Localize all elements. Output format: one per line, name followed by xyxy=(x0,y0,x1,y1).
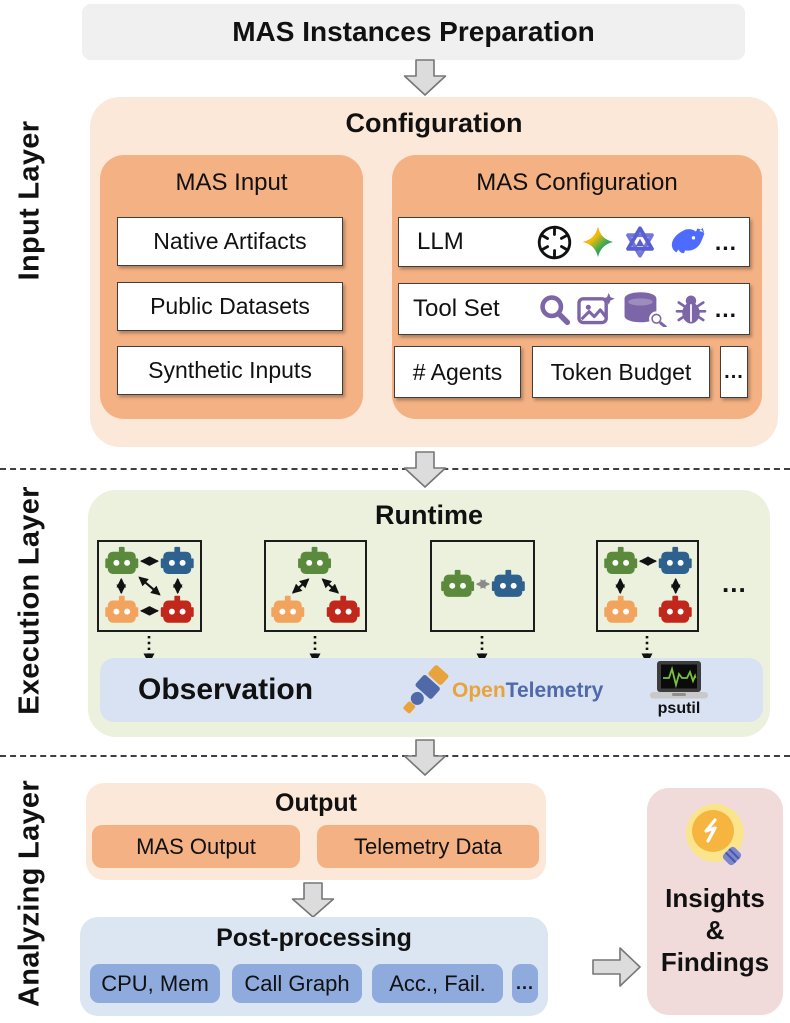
llm-label: LLM xyxy=(417,228,464,255)
mas-instances-preparation-header: MAS Instances Preparation xyxy=(82,4,745,60)
robot-icon-green xyxy=(441,569,475,597)
llm-ellipsis: ... xyxy=(714,228,737,255)
observation-title: Observation xyxy=(138,673,314,706)
robot-icon-blue xyxy=(160,546,194,574)
params-ellipsis-box: ... xyxy=(720,346,748,398)
robot-icon-orange xyxy=(604,595,638,623)
down-arrow-icon xyxy=(403,739,447,776)
mas-input-title: MAS Input xyxy=(175,169,288,196)
psutil-icon xyxy=(650,661,708,699)
layer-separator-1 xyxy=(0,468,790,470)
opentelemetry-wordmark: OpenTelemetry xyxy=(452,679,603,703)
agent-topology-mesh xyxy=(97,540,202,632)
mas-configuration-panel: MAS Configuration LLM xyxy=(392,155,762,419)
down-arrow-icon xyxy=(403,59,447,96)
cpu-mem-box: CPU, Mem xyxy=(90,964,220,1003)
psutil-label: psutil xyxy=(657,700,701,717)
down-arrow-icon xyxy=(291,882,335,918)
robot-icon-red xyxy=(658,595,692,623)
deepseek-icon xyxy=(671,227,705,254)
input-layer-label: Input Layer xyxy=(13,120,46,281)
runtime-ellipsis: ... xyxy=(722,568,747,598)
toolset-row: Tool Set xyxy=(398,283,750,335)
synthetic-inputs-box: Synthetic Inputs xyxy=(117,346,343,395)
opentelemetry-icon xyxy=(403,665,449,714)
opentelemetry-telemetry-text: Telemetry xyxy=(505,679,604,702)
native-artifacts-box: Native Artifacts xyxy=(117,217,343,266)
robot-icon-blue xyxy=(491,569,525,597)
runtime-panel: Runtime xyxy=(88,490,770,737)
mas-input-panel: MAS Input Native Artifacts Public Datase… xyxy=(100,155,363,419)
mas-output-box: MAS Output xyxy=(92,825,300,868)
toolset-icons: ... xyxy=(538,291,737,327)
llm-icons: ... xyxy=(536,224,737,261)
debug-bug-icon xyxy=(675,295,707,323)
mas-configuration-title: MAS Configuration xyxy=(476,169,678,196)
output-title: Output xyxy=(275,789,357,817)
lightbulb-icon xyxy=(686,804,744,866)
opentelemetry-open-text: Open xyxy=(452,679,506,702)
right-arrow-icon xyxy=(592,947,641,987)
image-generation-icon xyxy=(577,292,615,325)
openai-icon xyxy=(537,225,571,259)
num-agents-box: # Agents xyxy=(394,346,521,398)
toolset-ellipsis: ... xyxy=(714,295,737,322)
robot-icon-green xyxy=(105,546,139,574)
database-query-icon xyxy=(624,292,667,327)
insights-findings-panel: Insights & Findings xyxy=(647,788,783,1015)
post-processing-title: Post-processing xyxy=(216,924,412,952)
acc-fail-box: Acc., Fail. xyxy=(372,964,503,1003)
ampersand-line: & xyxy=(705,915,725,945)
post-processing-ellipsis-box: ... xyxy=(512,964,538,1003)
call-graph-box: Call Graph xyxy=(232,964,362,1003)
web-search-icon xyxy=(540,294,570,325)
public-datasets-box: Public Datasets xyxy=(117,282,343,331)
gemini-icon xyxy=(582,226,614,258)
robot-icon-blue xyxy=(658,546,692,574)
toolset-label: Tool Set xyxy=(413,295,500,322)
insights-findings-text: Insights & Findings xyxy=(647,882,783,978)
analyzing-layer-label: Analyzing Layer xyxy=(13,780,46,1007)
telemetry-data-box: Telemetry Data xyxy=(317,825,539,868)
robot-icon-red xyxy=(326,595,360,623)
robot-icon-green xyxy=(604,546,638,574)
qwen-icon xyxy=(625,226,654,258)
llm-row: LLM xyxy=(398,217,750,267)
robot-icon-green xyxy=(298,546,332,574)
robot-icon-orange xyxy=(271,595,305,623)
layer-separator-2 xyxy=(0,755,790,757)
insights-line: Insights xyxy=(665,883,765,913)
robot-icon-red xyxy=(160,595,194,623)
post-processing-panel: Post-processing CPU, Mem Call Graph Acc.… xyxy=(80,917,548,1016)
configuration-panel: Configuration MAS Input Native Artifacts… xyxy=(90,97,778,447)
token-budget-box: Token Budget xyxy=(532,346,710,398)
agent-topology-pair xyxy=(430,540,535,632)
robot-icon-orange xyxy=(105,595,139,623)
agent-topology-tree xyxy=(264,540,367,632)
findings-line: Findings xyxy=(660,947,770,977)
output-panel: Output MAS Output Telemetry Data xyxy=(86,783,546,880)
observation-bar: Observation OpenTelemetry xyxy=(100,658,763,722)
agent-topology-square xyxy=(596,540,699,632)
runtime-title: Runtime xyxy=(375,500,483,530)
down-arrow-icon xyxy=(403,451,447,488)
configuration-title: Configuration xyxy=(345,108,523,138)
